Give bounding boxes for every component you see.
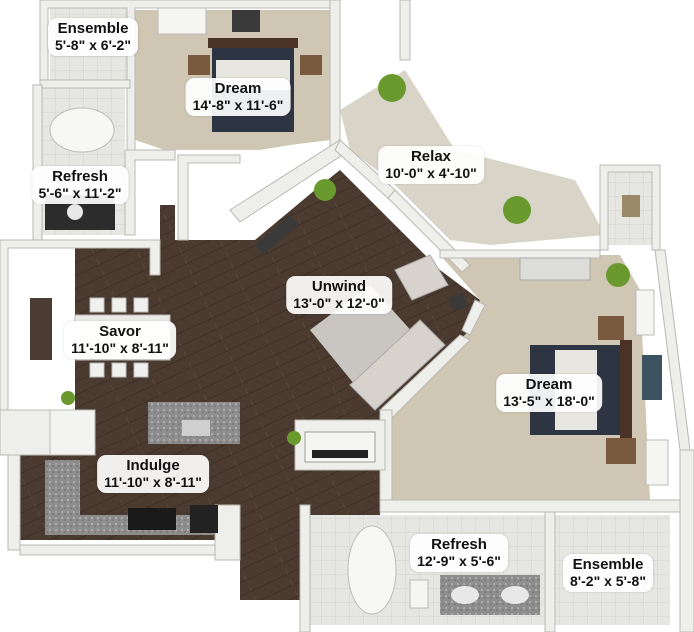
wall-art-left — [30, 298, 52, 360]
nightstand — [598, 316, 624, 340]
window-right — [635, 289, 655, 336]
chair — [111, 297, 127, 313]
room-label-refresh-left: Refresh 5'-6" x 11'-2" — [31, 166, 129, 204]
room-name: Dream — [525, 376, 573, 393]
room-dimensions: 8'-2" x 5'-8" — [570, 573, 646, 589]
wall-art-right — [642, 355, 662, 400]
bathtub-left — [49, 107, 115, 153]
room-dimensions: 5'-6" x 11'-2" — [38, 185, 122, 201]
nightstand — [188, 55, 210, 75]
wall — [599, 164, 661, 251]
room-name: Dream — [214, 80, 262, 97]
room-label-relax: Relax 10'-0" x 4'-10" — [378, 146, 484, 184]
wall-art — [232, 10, 260, 32]
room-label-savor: Savor 11'-10" x 8'-11" — [64, 321, 176, 359]
side-table — [450, 294, 466, 310]
wall — [299, 504, 311, 632]
sliding-door — [519, 257, 591, 281]
nightstand — [606, 438, 636, 464]
plant — [61, 391, 75, 405]
plant — [503, 196, 531, 224]
toilet — [409, 579, 429, 609]
tv-console — [255, 215, 298, 255]
plant — [378, 74, 406, 102]
wall — [19, 544, 216, 556]
window-right — [645, 439, 669, 486]
wall — [679, 449, 694, 632]
sink-left — [67, 204, 83, 220]
room-name: Refresh — [52, 168, 108, 185]
wall — [329, 0, 341, 152]
room-label-refresh-bottom: Refresh 12'-9" x 5'-6" — [410, 534, 508, 572]
room-dimensions: 14'-8" x 11'-6" — [192, 97, 284, 113]
bathtub-bottom — [347, 525, 397, 615]
plant — [314, 179, 336, 201]
chair — [89, 297, 105, 313]
room-dimensions: 11'-10" x 8'-11" — [71, 340, 169, 356]
chair — [89, 362, 105, 378]
closet-shelf — [622, 195, 640, 217]
room-label-unwind: Unwind 13'-0" x 12'-0" — [286, 276, 392, 314]
chair — [111, 362, 127, 378]
room-label-indulge: Indulge 11'-10" x 8'-11" — [97, 455, 209, 493]
room-name: Relax — [410, 148, 452, 165]
wall — [214, 504, 241, 561]
plant — [606, 263, 630, 287]
fireplace-opening — [312, 450, 368, 458]
wall — [439, 249, 601, 259]
chair — [133, 362, 149, 378]
wall — [177, 154, 241, 241]
armchair — [394, 254, 449, 301]
sofa — [349, 319, 446, 411]
room-dimensions: 11'-10" x 8'-11" — [104, 474, 202, 490]
wall — [379, 499, 691, 513]
room-label-ensemble-bottom: Ensemble 8'-2" x 5'-8" — [563, 554, 653, 592]
room-dimensions: 10'-0" x 4'-10" — [385, 165, 477, 181]
room-label-dream-top: Dream 14'-8" x 11'-6" — [185, 78, 291, 116]
wall — [39, 79, 131, 89]
wall — [7, 454, 21, 551]
wall — [461, 299, 486, 336]
window-top — [157, 7, 207, 35]
room-dimensions: 13'-0" x 12'-0" — [293, 295, 385, 311]
headboard-top — [208, 38, 298, 48]
kitchen-cabinet — [49, 409, 96, 456]
room-name: Indulge — [126, 457, 180, 474]
refrigerator — [190, 505, 218, 533]
nightstand — [300, 55, 322, 75]
plant — [287, 431, 301, 445]
wall — [32, 84, 43, 241]
cooktop — [128, 508, 176, 530]
room-name: Unwind — [311, 278, 367, 295]
wall — [654, 249, 691, 451]
chair — [133, 297, 149, 313]
headboard-right — [620, 340, 632, 440]
sink — [501, 586, 529, 604]
wall — [399, 0, 411, 61]
room-name: Savor — [99, 323, 141, 340]
wall — [544, 511, 556, 632]
room-label-dream-right: Dream 13'-5" x 18'-0" — [496, 374, 602, 412]
room-dimensions: 5'-8" x 6'-2" — [55, 37, 131, 53]
room-name: Ensemble — [572, 556, 644, 573]
room-name: Ensemble — [57, 20, 129, 37]
sink — [451, 586, 479, 604]
room-name: Refresh — [431, 536, 487, 553]
room-label-ensemble-top: Ensemble 5'-8" x 6'-2" — [48, 18, 138, 56]
wall — [124, 149, 176, 236]
room-dimensions: 12'-9" x 5'-6" — [417, 553, 501, 569]
room-dimensions: 13'-5" x 18'-0" — [503, 393, 595, 409]
island-sink — [182, 420, 210, 436]
